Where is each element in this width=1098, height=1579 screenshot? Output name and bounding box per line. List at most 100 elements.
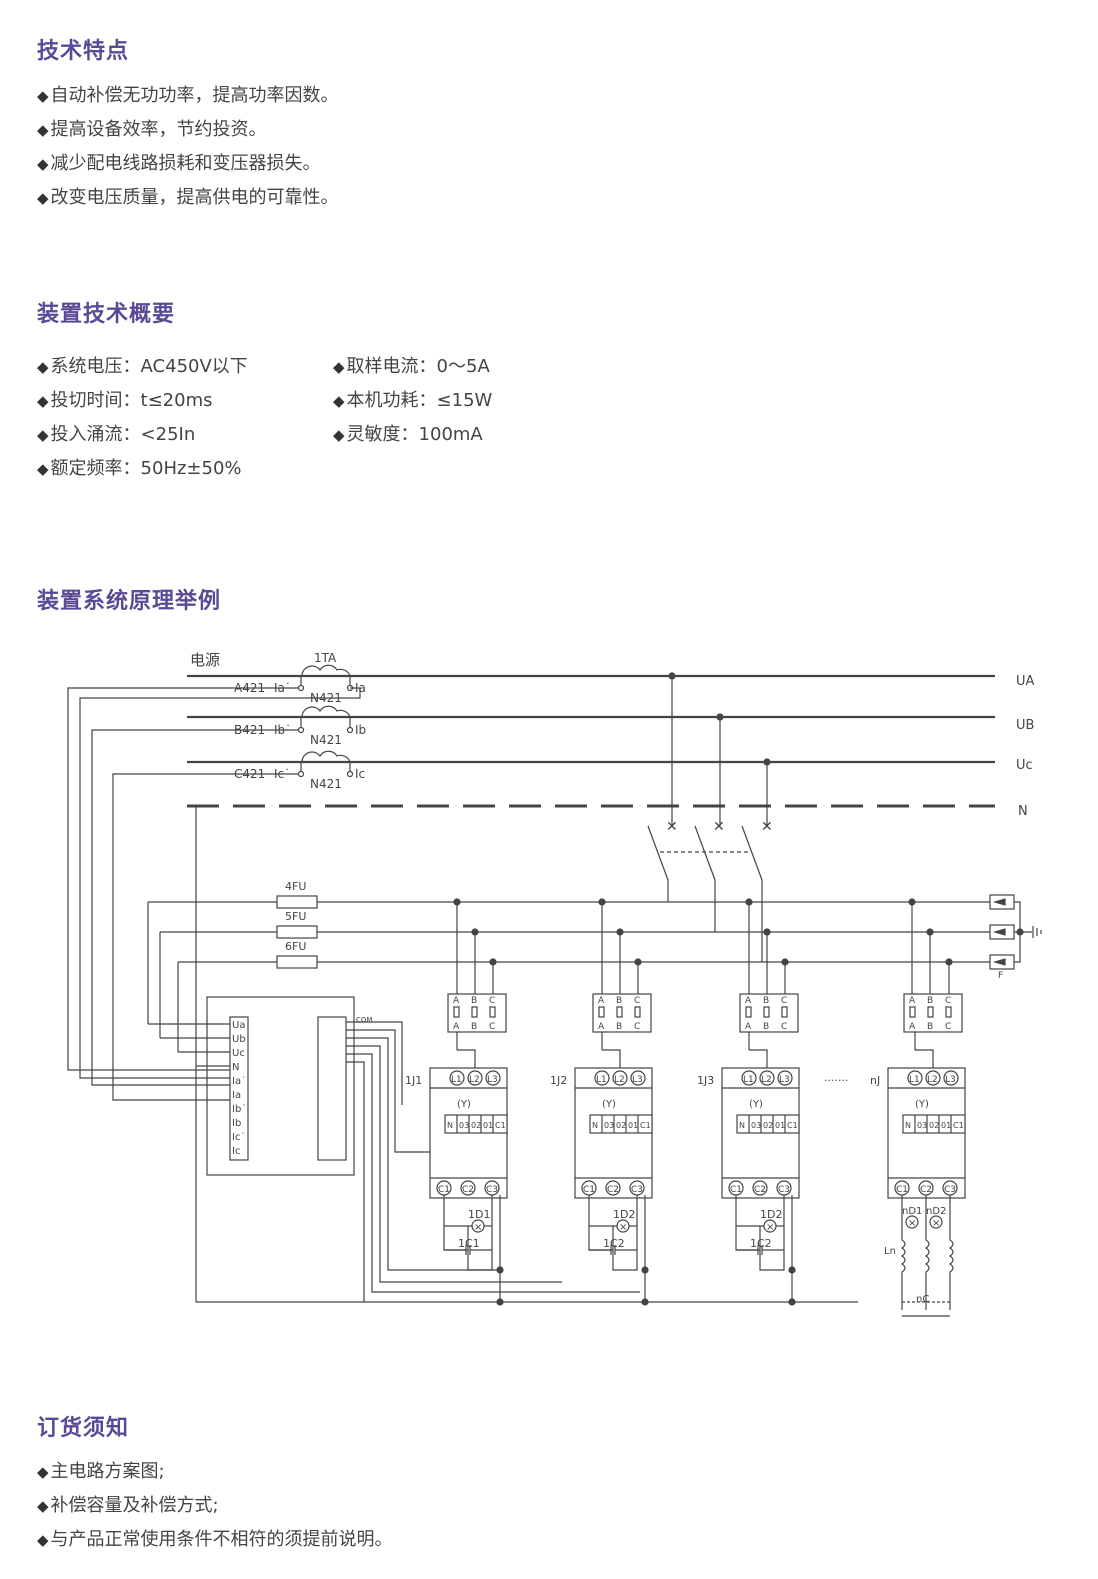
svg-text:Ic: Ic xyxy=(232,1146,240,1157)
line-pin-label: L3 xyxy=(779,1075,790,1085)
fuse-phase-label: A xyxy=(745,996,752,1006)
fuse-phase-label: B xyxy=(471,996,477,1006)
ordering-item: ◆与产品正常使用条件不相符的须提前说明。 xyxy=(37,1529,393,1550)
fuse-phase-label: C xyxy=(945,1022,951,1032)
svg-text:Ua: Ua xyxy=(232,1020,245,1031)
line-pin-label: L2 xyxy=(614,1075,625,1085)
fuse-phase-label: B xyxy=(616,996,622,1006)
contactor-label: 1J3 xyxy=(697,1074,714,1087)
contactor-pin-label: 02 xyxy=(471,1121,481,1130)
bullet-diamond-icon: ◆ xyxy=(333,426,345,444)
bullet-diamond-icon: ◆ xyxy=(37,155,49,173)
bullet-diamond-icon: ◆ xyxy=(333,392,345,410)
circuit-diagram: 电源 1TA UA UB Uc N A421 Ia˙ Ia N421 B421 … xyxy=(67,651,1042,1317)
line-pin-label: L3 xyxy=(487,1075,498,1085)
cap-pin-label: C1 xyxy=(583,1185,595,1195)
bus-label: N xyxy=(1018,804,1028,819)
bullet-diamond-icon: ◆ xyxy=(37,1497,49,1515)
cap-pin-label: C3 xyxy=(486,1185,498,1195)
cap-pin-label: C2 xyxy=(462,1185,474,1195)
contactor-pin-label: C1 xyxy=(495,1121,506,1130)
indicator-lamp-icon: × xyxy=(766,1222,774,1233)
capacitor-label: 1C2 xyxy=(603,1237,625,1250)
fuse-phase-label: A xyxy=(453,996,460,1006)
source-label: 电源 xyxy=(190,651,220,669)
indicator-lamp-icon: × xyxy=(619,1222,627,1233)
fuse-phase-label: C xyxy=(945,996,951,1006)
contactor-label: 1J1 xyxy=(405,1074,422,1087)
svg-text:Ic: Ic xyxy=(355,767,365,781)
contactor-mode-label: (Y) xyxy=(915,1099,929,1110)
continuation-dots: ······· xyxy=(824,1074,848,1087)
indicator-lamp-icon: × xyxy=(932,1218,940,1229)
line-pin-label: L3 xyxy=(632,1075,643,1085)
contactor-pin-label: 03 xyxy=(751,1121,761,1130)
cap-pin-label: C1 xyxy=(438,1185,450,1195)
fuse-phase-label: C xyxy=(781,1022,787,1032)
fuse-phase-label: A xyxy=(598,996,605,1006)
svg-text:✕: ✕ xyxy=(761,819,773,835)
bullet-diamond-icon: ◆ xyxy=(37,426,49,444)
spec-item: ◆取样电流：0～5A xyxy=(333,356,490,377)
line-pin-label: L1 xyxy=(596,1075,607,1085)
fuse-phase-label: C xyxy=(489,996,495,1006)
contactor-pin-label: 02 xyxy=(929,1121,939,1130)
line-pin-label: L2 xyxy=(927,1075,938,1085)
contactor-pin-label: 03 xyxy=(604,1121,614,1130)
indicator-label: 1D1 xyxy=(468,1208,490,1221)
spec-item: ◆本机功耗：≤15W xyxy=(333,390,493,411)
fuse-phase-label: C xyxy=(781,996,787,1006)
fuse-label: 5FU xyxy=(285,910,306,923)
indicator-label: nD1 xyxy=(902,1206,922,1217)
bullet-diamond-icon: ◆ xyxy=(37,358,49,376)
controller-box xyxy=(206,996,355,1176)
cap-pin-label: C3 xyxy=(944,1185,956,1195)
contactor-mode-label: (Y) xyxy=(749,1099,763,1110)
line-pin-label: L1 xyxy=(451,1075,462,1085)
contactor-mode-label: (Y) xyxy=(602,1099,616,1110)
ground-tag: F xyxy=(998,971,1003,981)
ta-label: 1TA xyxy=(314,651,337,665)
svg-text:✕: ✕ xyxy=(713,819,725,835)
contactor-pin-label: C1 xyxy=(640,1121,651,1130)
bullet-diamond-icon: ◆ xyxy=(37,189,49,207)
fuse-phase-label: A xyxy=(909,1022,916,1032)
spec-item: ◆投入涌流：<25In xyxy=(37,424,196,445)
com-label: COM xyxy=(356,1016,372,1024)
svg-text:Ia: Ia xyxy=(232,1090,241,1101)
fuse-phase-label: A xyxy=(453,1022,460,1032)
bullet-diamond-icon: ◆ xyxy=(333,358,345,376)
capacitor-label: 1C2 xyxy=(750,1237,772,1250)
svg-text:Ib˙: Ib˙ xyxy=(232,1104,246,1115)
contactor-mode-label: (Y) xyxy=(457,1099,471,1110)
contactor-pin-label: N xyxy=(447,1121,453,1130)
cap-pin-label: C1 xyxy=(896,1185,908,1195)
fuse-label: 6FU xyxy=(285,940,306,953)
cap-pin-label: C3 xyxy=(631,1185,643,1195)
contactor-pin-label: N xyxy=(592,1121,598,1130)
ordering-item: ◆补偿容量及补偿方式; xyxy=(37,1495,219,1516)
reactor-label: Ln xyxy=(884,1246,896,1257)
bus-label: UB xyxy=(1016,718,1034,733)
contactor-pin-label: C1 xyxy=(953,1121,964,1130)
bus-label: UA xyxy=(1016,674,1035,689)
capacitor-label: nC xyxy=(916,1294,929,1305)
contactor-label: 1J2 xyxy=(550,1074,567,1087)
fuse-phase-label: A xyxy=(745,1022,752,1032)
specs-heading: 装置技术概要 xyxy=(37,302,176,327)
capacitor-label: 1C1 xyxy=(458,1237,480,1250)
svg-text:N421: N421 xyxy=(310,777,342,791)
bullet-diamond-icon: ◆ xyxy=(37,460,49,478)
indicator-label: 1D2 xyxy=(760,1208,782,1221)
contactor-pin-label: 01 xyxy=(941,1121,951,1130)
bullet-diamond-icon: ◆ xyxy=(37,87,49,105)
cap-pin-label: C2 xyxy=(920,1185,932,1195)
spec-item: ◆额定频率：50Hz±50% xyxy=(37,458,242,479)
fuse-phase-label: B xyxy=(763,996,769,1006)
spec-item: ◆投切时间：t≤20ms xyxy=(37,390,213,411)
cap-pin-label: C2 xyxy=(754,1185,766,1195)
cap-pin-label: C2 xyxy=(607,1185,619,1195)
fuse-phase-label: C xyxy=(489,1022,495,1032)
svg-text:✕: ✕ xyxy=(666,819,678,835)
